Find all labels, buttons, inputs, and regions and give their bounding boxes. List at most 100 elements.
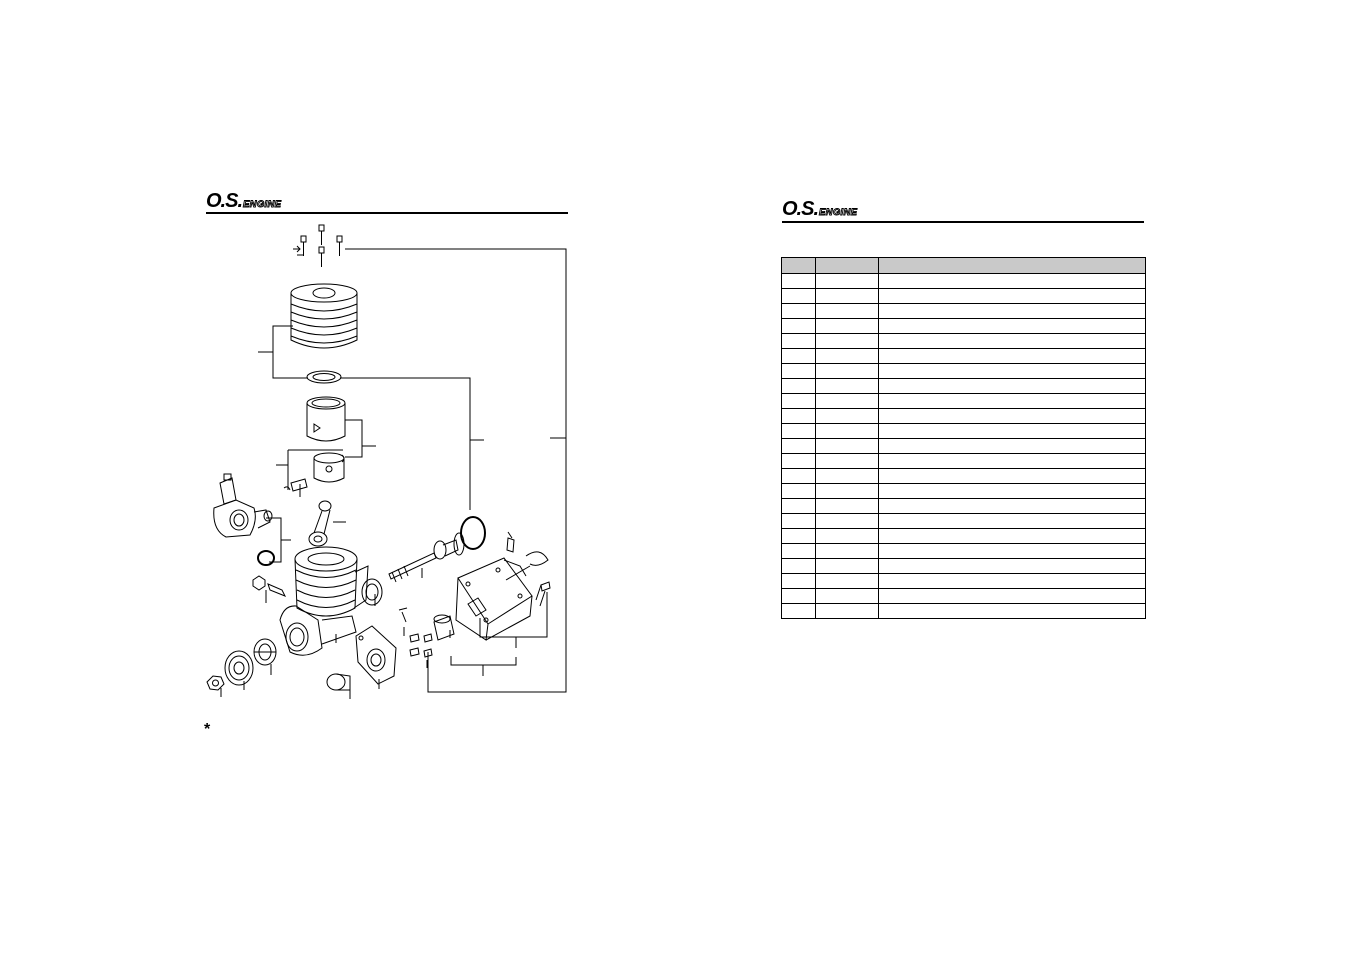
piston (313, 452, 345, 483)
crankcase-o-ring (460, 516, 486, 550)
cell-code (815, 498, 879, 514)
head-bolts (293, 224, 343, 267)
carb-o-ring (257, 550, 275, 566)
table-row (781, 318, 1146, 334)
header-rule (206, 212, 568, 214)
cell-description (878, 273, 1146, 289)
cell-no (781, 393, 816, 409)
cell-code (815, 348, 879, 364)
cell-code (815, 303, 879, 319)
parts-list-table (781, 257, 1146, 619)
cell-no (781, 603, 816, 619)
cell-no (781, 528, 816, 544)
table-row (781, 363, 1146, 379)
cell-code (815, 513, 879, 529)
cell-description (878, 453, 1146, 469)
table-row (781, 573, 1146, 589)
rear-housing (455, 551, 549, 641)
cell-code (815, 483, 879, 499)
cell-no (781, 558, 816, 574)
cell-no (781, 543, 816, 559)
cell-description (878, 288, 1146, 304)
cell-code (815, 573, 879, 589)
table-row (781, 588, 1146, 604)
table-row (781, 543, 1146, 559)
prop-nut (206, 675, 225, 691)
cell-no (781, 348, 816, 364)
table-row (781, 468, 1146, 484)
logo-brand: O.S. (206, 190, 243, 212)
front-bearing-small (253, 638, 277, 666)
crankshaft (388, 532, 465, 583)
wrist-pin (283, 478, 308, 492)
parts-table-body (781, 273, 1146, 619)
table-row (781, 453, 1146, 469)
footnote-asterisk: * (204, 721, 211, 738)
cylinder-head (290, 283, 358, 349)
os-engine-logo: O.S. ENGINE (206, 191, 281, 211)
cell-description (878, 318, 1146, 334)
housing-screws (535, 581, 551, 607)
cell-description (878, 558, 1146, 574)
cell-no (781, 498, 816, 514)
cell-code (815, 318, 879, 334)
cell-code (815, 363, 879, 379)
column-header-code (815, 257, 879, 274)
table-row (781, 603, 1146, 619)
cell-no (781, 573, 816, 589)
logo-brand: O.S. (782, 198, 819, 220)
cell-no (781, 513, 816, 529)
cell-code (815, 393, 879, 409)
cell-no (781, 423, 816, 439)
cell-no (781, 288, 816, 304)
drive-washer (326, 673, 351, 691)
table-row (781, 558, 1146, 574)
cell-description (878, 468, 1146, 484)
table-row (781, 273, 1146, 289)
cell-description (878, 363, 1146, 379)
cell-description (878, 573, 1146, 589)
os-engine-logo-right: O.S. ENGINE (782, 199, 857, 219)
cell-description (878, 438, 1146, 454)
table-row (781, 408, 1146, 424)
cell-code (815, 453, 879, 469)
cell-no (781, 378, 816, 394)
cell-code (815, 273, 879, 289)
cell-description (878, 528, 1146, 544)
column-header-description (878, 257, 1146, 274)
cell-no (781, 453, 816, 469)
rear-cover-plate (355, 625, 397, 685)
cell-description (878, 513, 1146, 529)
cell-description (878, 483, 1146, 499)
cell-code (815, 588, 879, 604)
crankcase (279, 546, 369, 656)
cell-no (781, 438, 816, 454)
cell-code (815, 558, 879, 574)
cell-no (781, 468, 816, 484)
cell-no (781, 303, 816, 319)
cell-no (781, 408, 816, 424)
cell-code (815, 423, 879, 439)
cell-description (878, 348, 1146, 364)
header-rule-right (782, 221, 1144, 223)
head-gasket (306, 370, 342, 384)
cell-code (815, 468, 879, 484)
cell-description (878, 603, 1146, 619)
cell-no (781, 363, 816, 379)
left-page: O.S. ENGINE (0, 0, 675, 954)
table-row (781, 378, 1146, 394)
front-bearing-large (224, 650, 254, 686)
cell-description (878, 333, 1146, 349)
table-row (781, 288, 1146, 304)
right-page: O.S. ENGINE (676, 0, 1351, 954)
table-row (781, 438, 1146, 454)
cell-no (781, 588, 816, 604)
table-header-row (781, 257, 1146, 274)
cell-no (781, 273, 816, 289)
table-row (781, 303, 1146, 319)
cell-description (878, 543, 1146, 559)
cell-no (781, 318, 816, 334)
cell-code (815, 408, 879, 424)
table-row (781, 423, 1146, 439)
cell-description (878, 498, 1146, 514)
